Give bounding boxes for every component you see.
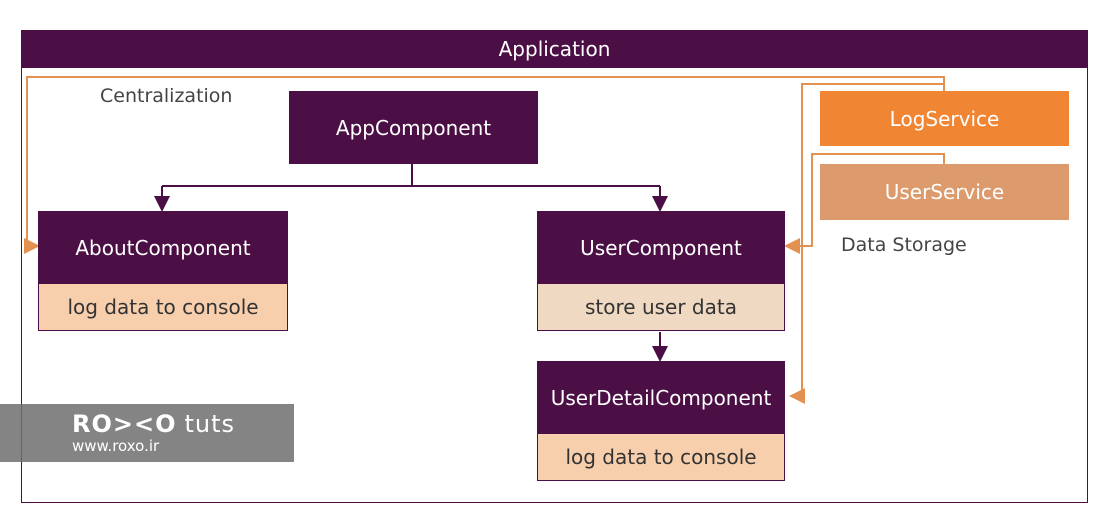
user-component-task: store user data <box>537 284 785 331</box>
user-detail-component-task: log data to console <box>537 434 785 481</box>
watermark-logo: RO><O <box>72 410 177 438</box>
data-storage-label: Data Storage <box>841 234 967 256</box>
log-service: LogService <box>820 91 1069 146</box>
app-component: AppComponent <box>289 91 538 164</box>
watermark-suffix: tuts <box>184 410 236 438</box>
user-service: UserService <box>820 164 1069 220</box>
watermark-url: www.roxo.ir <box>72 437 160 455</box>
user-detail-component: UserDetailComponent <box>537 361 785 434</box>
user-component: UserComponent <box>537 211 785 284</box>
centralization-label: Centralization <box>100 85 233 107</box>
application-header: Application <box>21 30 1088 68</box>
about-component: AboutComponent <box>38 211 288 284</box>
about-component-task: log data to console <box>38 284 288 331</box>
